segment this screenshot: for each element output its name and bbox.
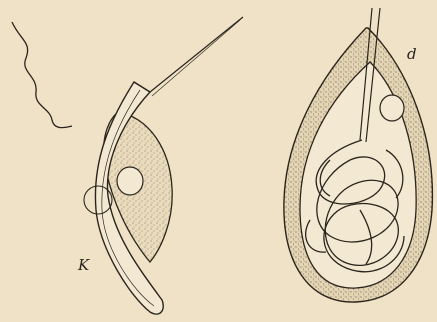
figure-label-right: d: [407, 47, 417, 62]
straight-fibre: [150, 17, 243, 92]
left-organism: [12, 17, 243, 314]
figure-label-left: K: [78, 258, 89, 273]
nucleus: [117, 167, 143, 195]
wavy-flagellum: [12, 22, 72, 128]
capsule-nucleus: [380, 95, 404, 121]
